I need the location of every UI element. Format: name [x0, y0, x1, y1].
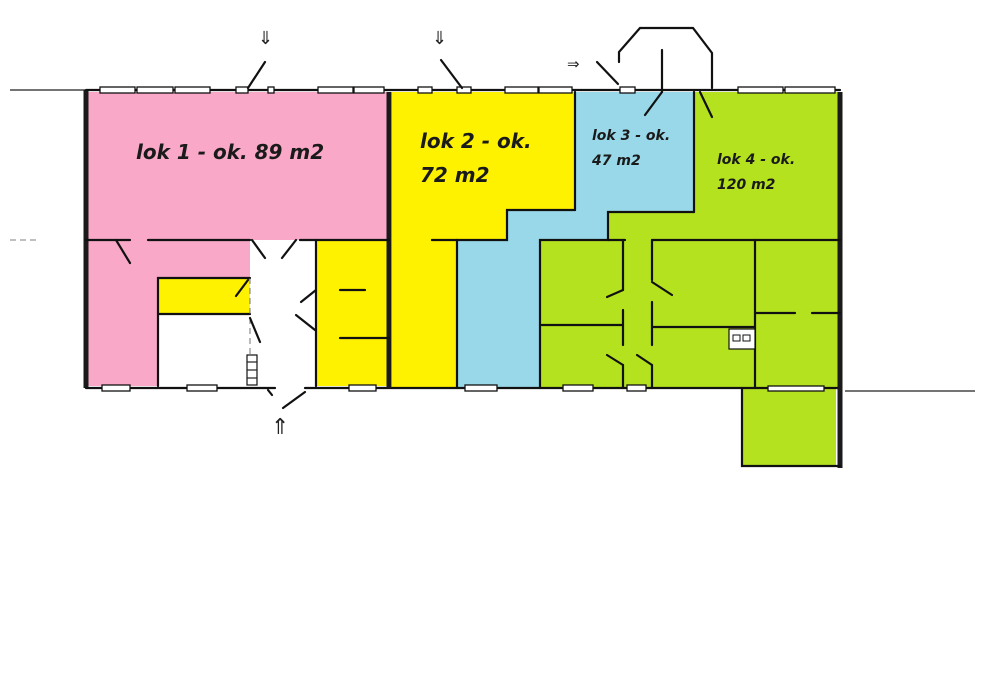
unit-area: 72 m2 — [420, 163, 490, 187]
doors — [114, 58, 714, 410]
unit-title: lok 3 - ok. — [592, 128, 671, 144]
unit-area: 47 m2 — [592, 153, 641, 169]
sink-basin — [742, 334, 751, 342]
windows-south — [101, 384, 825, 392]
entrance-arrow-up-icon: ⇑ — [271, 415, 290, 440]
unit-label-lok2: lok 2 - ok. 72 m2 — [420, 124, 532, 192]
storage-room-yellow — [158, 278, 250, 314]
wall-internal — [156, 276, 252, 388]
entrance-arrow-right-icon: ⇒ — [567, 55, 580, 73]
unit-label-lok3: lok 3 - ok. 47 m2 — [592, 124, 670, 174]
wall-annex — [740, 386, 842, 468]
unit-title: lok 4 - ok. — [717, 152, 796, 168]
entrance-arrow-down-icon: ⇓ — [258, 28, 274, 49]
windows-north — [99, 86, 836, 94]
entrance-canopy — [617, 26, 714, 90]
stairs — [246, 354, 258, 386]
unit-title: lok 2 - ok. — [420, 129, 532, 153]
unit-label-lok1: lok 1 - ok. 89 m2 — [136, 140, 324, 164]
unit-title: lok 1 - ok. 89 m2 — [136, 140, 325, 164]
room-common-white — [158, 314, 250, 386]
sink-icon — [728, 328, 756, 350]
entrance-arrow-down-icon: ⇓ — [432, 28, 448, 49]
wall-lok2-lok3 — [455, 208, 577, 390]
unit-label-lok4: lok 4 - ok. 120 m2 — [717, 148, 795, 198]
unit-area: 120 m2 — [717, 177, 776, 193]
sink-basin — [732, 334, 741, 342]
unit-lok4-area — [540, 92, 840, 466]
